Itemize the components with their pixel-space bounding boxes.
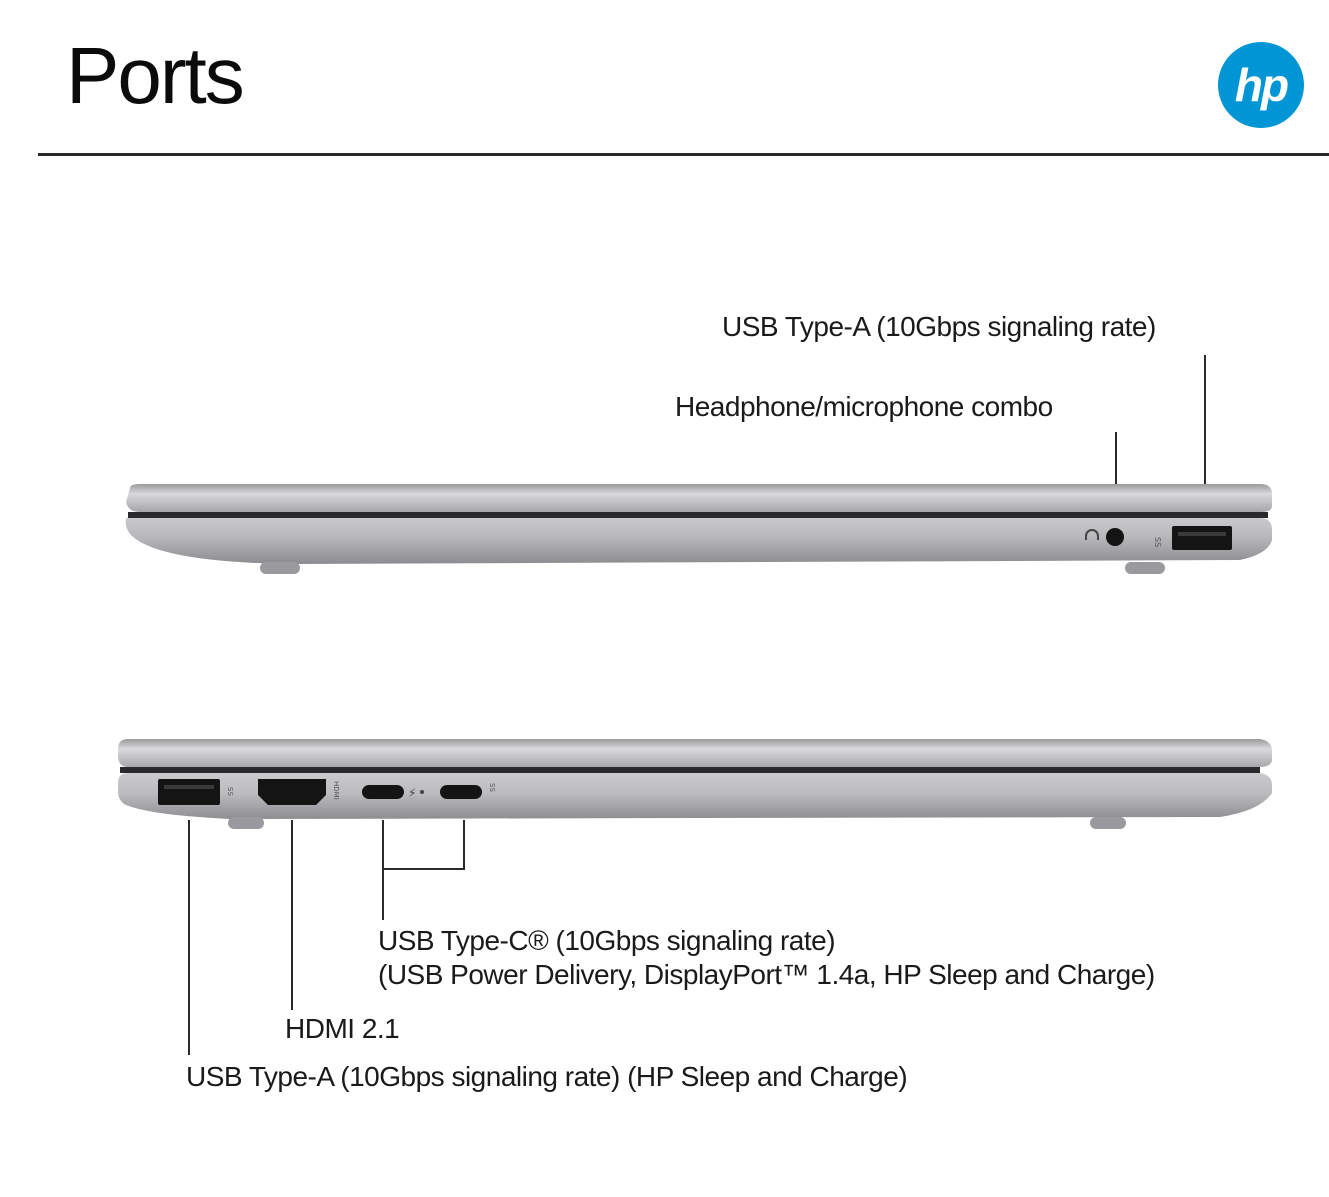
headphone-icon [1085,529,1099,540]
laptop-left-side-view: SS HDMI ⚡ SS [118,739,1272,829]
hdmi-port [258,779,326,805]
superspeed-usb-icon: SS [1153,537,1162,547]
usb-a-port [1172,526,1232,550]
thunderbolt-icon: ⚡ [408,786,416,800]
label-usb-c-line1: USB Type-C® (10Gbps signaling rate) [378,925,836,956]
hp-logo-icon: hp [1218,42,1304,128]
svg-text:hp: hp [1235,59,1288,111]
label-usb-a-left: USB Type-A (10Gbps signaling rate) (HP S… [186,1061,908,1092]
hdmi-icon: HDMI [332,781,340,800]
leader-line-usb-c-2 [463,820,465,870]
header-divider [38,153,1329,156]
leader-line-usb-c-1 [382,820,384,920]
superspeed-usb-icon: SS [226,787,234,796]
usb-c-port [440,785,482,799]
label-audio-jack: Headphone/microphone combo [675,391,1053,422]
leader-line-usb-a-left [188,820,190,1055]
audio-jack [1106,528,1124,546]
label-hdmi: HDMI 2.1 [285,1013,400,1044]
usb-c-port [362,785,404,799]
superspeed-usb-icon: SS [488,783,496,792]
leader-bracket-usb-c [382,868,465,870]
label-usb-a-right: USB Type-A (10Gbps signaling rate) [722,311,1156,342]
leader-line-hdmi [291,820,293,1010]
laptop-right-side-view: SS [125,484,1273,574]
label-usb-c-line2: (USB Power Delivery, DisplayPort™ 1.4a, … [378,959,1155,990]
page-title: Ports [66,31,245,120]
leader-line-audio-jack [1115,432,1117,485]
leader-line-usb-a-right [1204,355,1206,485]
usb-a-port [158,779,220,805]
